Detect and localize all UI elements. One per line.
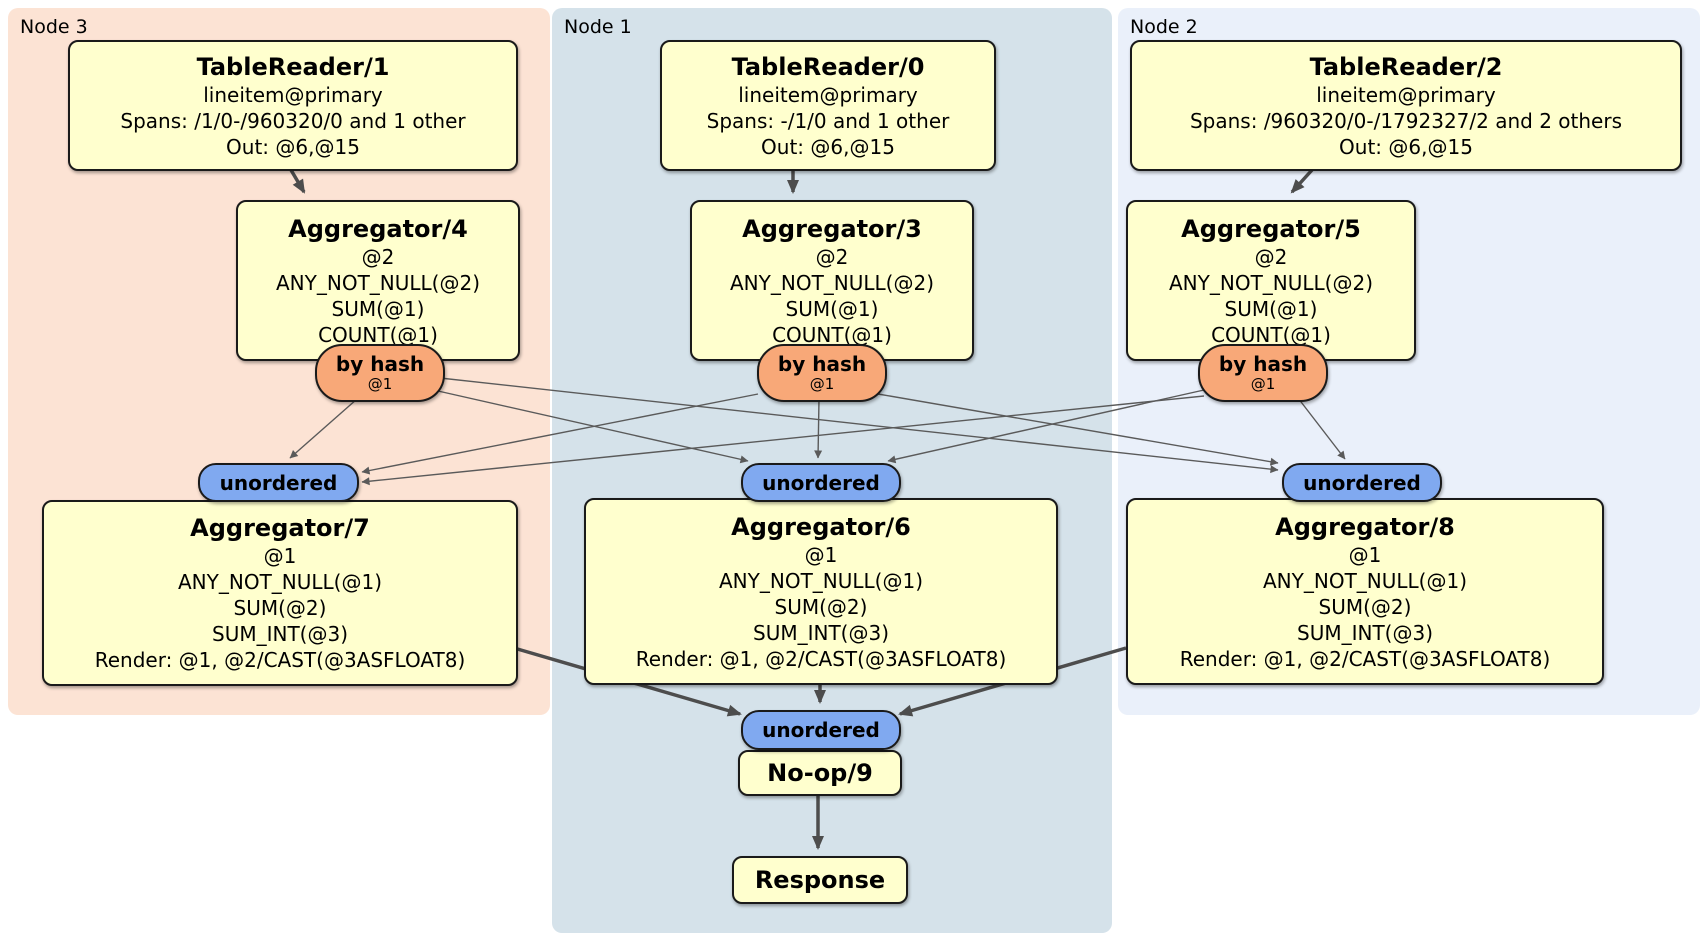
box-line: Spans: /1/0-/960320/0 and 1 other [120,108,466,133]
box-line: lineitem@primary [1316,82,1496,107]
box-line: ANY_NOT_NULL(@2) [730,270,934,295]
sync-label: unordered [762,718,880,742]
box-line: @2 [361,244,395,269]
box-line: lineitem@primary [203,82,383,107]
box-line: Render: @1, @2/CAST(@3ASFLOAT8) [635,646,1007,671]
box-line: SUM(@1) [331,296,425,321]
box-title: Aggregator/6 [731,512,911,541]
box-line: SUM_INT(@3) [212,622,348,646]
box-line: @1 [1348,542,1382,567]
box-line: SUM(@2) [1318,594,1412,619]
router-label: by hash [777,352,867,376]
sync-label: unordered [219,470,338,495]
box-title: TableReader/0 [731,52,925,81]
box-line: @2 [815,244,849,269]
box-title: Aggregator/3 [742,214,922,243]
box-line: ANY_NOT_NULL(@2) [276,270,480,295]
box-line: Render: @1, @2/CAST(@3ASFLOAT8) [94,648,466,672]
box-line: SUM(@1) [1224,296,1318,321]
box-line: ANY_NOT_NULL(@1) [178,570,382,594]
router-by-hash-4: by hash @1 [315,344,445,402]
sync-unordered-left: unordered [198,463,359,502]
box-line: lineitem@primary [738,82,918,107]
box-title: TableReader/1 [196,52,390,81]
router-label: by hash [1218,352,1308,376]
region-label-node2: Node 2 [1130,16,1198,38]
region-label-node1: Node 1 [564,16,632,38]
box-line: Out: @6,@15 [226,134,360,159]
box-line: Out: @6,@15 [761,134,895,159]
box-title: Response [754,866,886,894]
box-line: SUM(@2) [774,594,868,619]
box-title: No-op/9 [767,759,873,787]
router-detail: @1 [1250,375,1276,393]
box-aggregator-4: Aggregator/4 @2 ANY_NOT_NULL(@2) SUM(@1)… [236,200,520,361]
box-line: SUM(@1) [785,296,879,321]
region-label-node3: Node 3 [20,16,88,38]
box-title: Aggregator/8 [1275,512,1455,541]
box-line: SUM_INT(@3) [753,620,889,645]
box-aggregator-6: Aggregator/6 @1 ANY_NOT_NULL(@1) SUM(@2)… [584,498,1058,685]
box-line: COUNT(@1) [772,322,892,347]
box-noop: No-op/9 [738,750,902,796]
box-aggregator-3: Aggregator/3 @2 ANY_NOT_NULL(@2) SUM(@1)… [690,200,974,361]
box-line: ANY_NOT_NULL(@1) [719,568,923,593]
box-title: Aggregator/7 [190,514,370,542]
box-tablereader-1: TableReader/1 lineitem@primary Spans: /1… [68,40,518,171]
box-line: @1 [804,542,838,567]
box-line: @1 [263,544,297,568]
box-aggregator-8: Aggregator/8 @1 ANY_NOT_NULL(@1) SUM(@2)… [1126,498,1604,685]
box-line: SUM(@2) [233,596,327,620]
box-line: ANY_NOT_NULL(@2) [1169,270,1373,295]
router-label: by hash [335,352,425,376]
sync-unordered-final: unordered [741,710,901,750]
box-line: ANY_NOT_NULL(@1) [1263,568,1467,593]
box-title: TableReader/2 [1309,52,1503,81]
box-line: Spans: /960320/0-/1792327/2 and 2 others [1189,108,1622,133]
router-by-hash-3: by hash @1 [757,344,887,402]
router-by-hash-5: by hash @1 [1198,344,1328,402]
box-line: Render: @1, @2/CAST(@3ASFLOAT8) [1179,646,1551,671]
box-line: SUM_INT(@3) [1297,620,1433,645]
box-aggregator-5: Aggregator/5 @2 ANY_NOT_NULL(@2) SUM(@1)… [1126,200,1416,361]
sync-label: unordered [1303,470,1421,495]
sync-unordered-center: unordered [741,463,901,502]
sync-unordered-right: unordered [1282,463,1442,502]
box-line: Spans: -/1/0 and 1 other [706,108,950,133]
box-line: COUNT(@1) [1211,322,1331,347]
box-tablereader-0: TableReader/0 lineitem@primary Spans: -/… [660,40,996,171]
router-detail: @1 [809,375,835,393]
router-detail: @1 [367,375,393,393]
box-tablereader-2: TableReader/2 lineitem@primary Spans: /9… [1130,40,1682,171]
sync-label: unordered [762,470,880,495]
box-line: @2 [1254,244,1288,269]
box-response: Response [732,856,908,904]
box-aggregator-7: Aggregator/7 @1 ANY_NOT_NULL(@1) SUM(@2)… [42,500,518,686]
box-line: COUNT(@1) [318,322,438,347]
box-line: Out: @6,@15 [1339,134,1473,159]
box-title: Aggregator/5 [1181,214,1361,243]
box-title: Aggregator/4 [288,214,468,243]
